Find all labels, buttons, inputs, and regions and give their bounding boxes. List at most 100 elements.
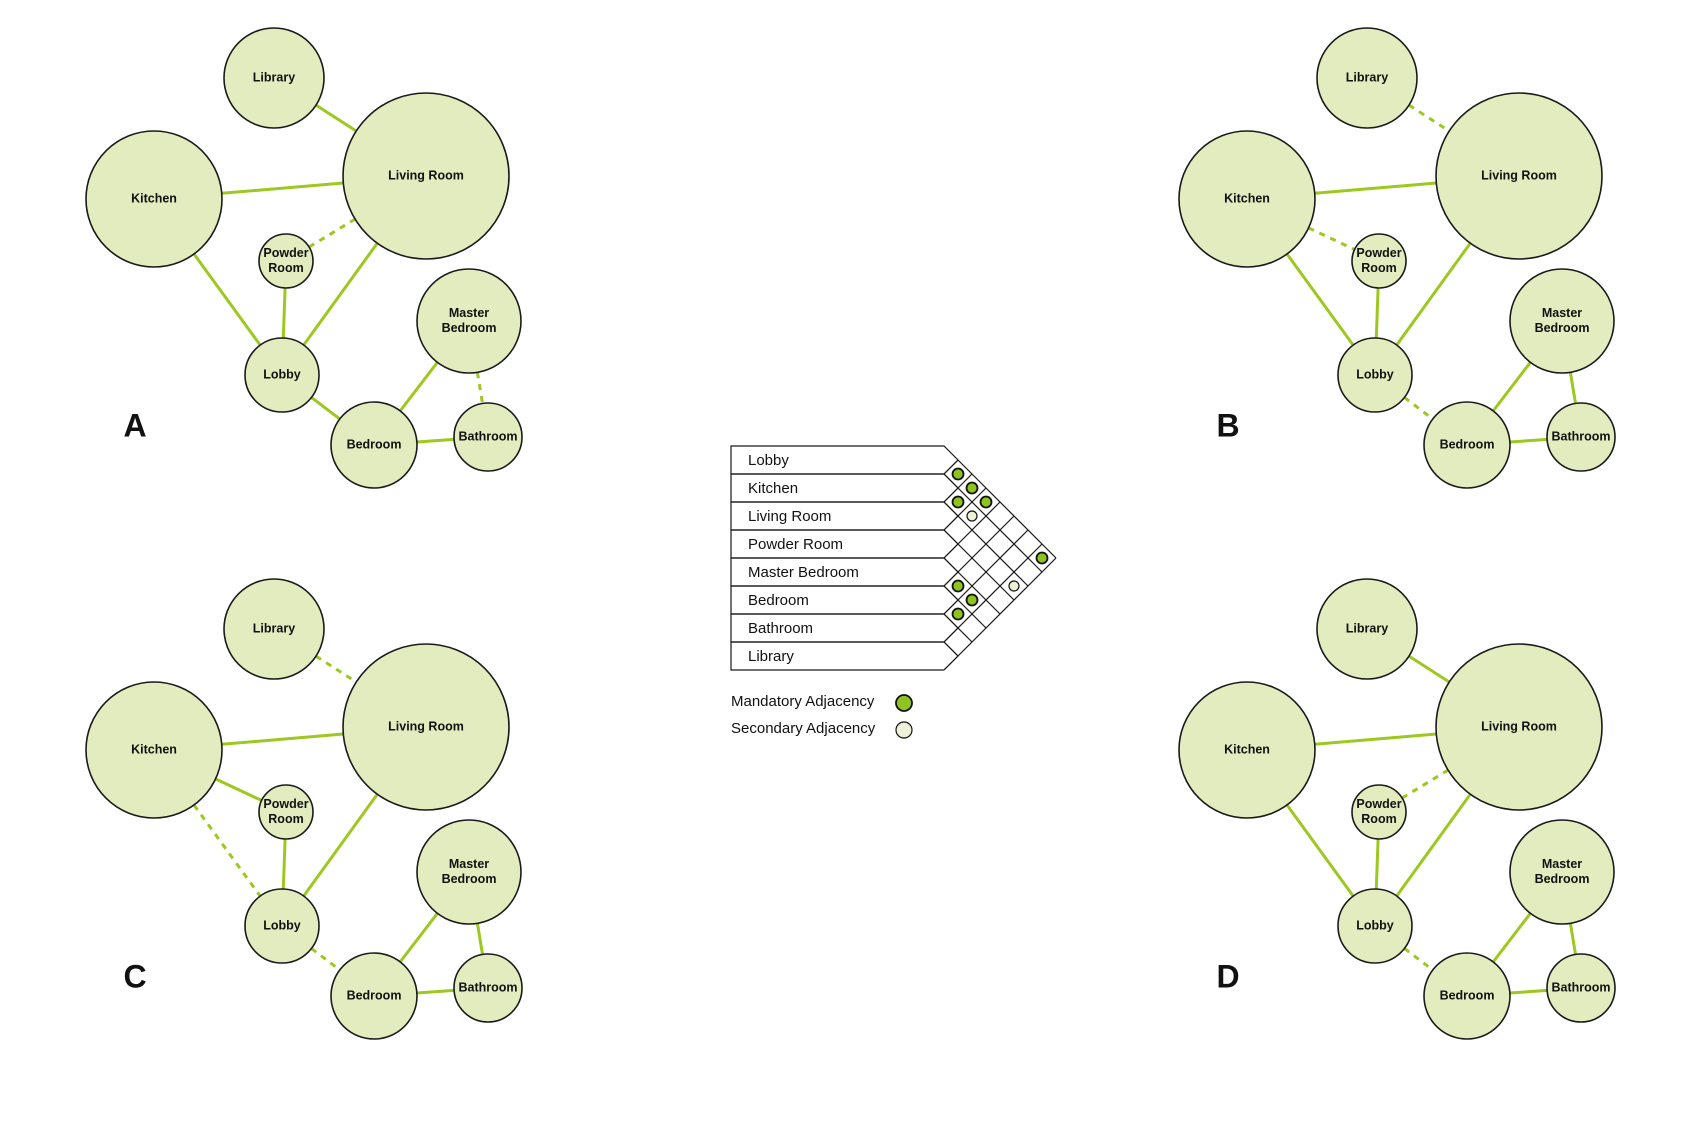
room-circle (1509, 268, 1615, 374)
matrix-row: Master Bedroom (730, 557, 959, 587)
room-label: Bedroom (1535, 321, 1590, 335)
edge-kitchen-living-mandatory (221, 181, 344, 195)
edge-powder-lobby-mandatory (281, 287, 287, 339)
legend-secondary-label: Secondary Adjacency (731, 720, 876, 737)
room-label: Room (1361, 261, 1396, 275)
room-node-kitchen: Kitchen (85, 130, 223, 268)
matrix-grid-line (943, 459, 959, 475)
room-node-living: Living Room (342, 92, 510, 260)
edge-kitchen-living-mandatory (221, 732, 344, 746)
matrix-cell-mandatory (1035, 551, 1049, 565)
room-circle (244, 337, 320, 413)
diagram-label: B (1216, 407, 1239, 443)
room-node-library: Library (1316, 578, 1418, 680)
room-label: Room (1361, 812, 1396, 826)
room-label: Master (449, 857, 489, 871)
room-circle (1435, 92, 1603, 260)
diagram-label: C (123, 958, 146, 994)
edge-powder-living-secondary (308, 217, 356, 249)
matrix-cell-mandatory (965, 593, 979, 607)
room-circle (330, 401, 418, 489)
edge-living-lobby-mandatory (1395, 793, 1472, 897)
matrix-cell-mandatory (951, 579, 965, 593)
room-circle (1435, 643, 1603, 811)
matrix-cell-mandatory (965, 481, 979, 495)
diagram-edges (192, 103, 484, 444)
matrix-row-label: Kitchen (748, 480, 798, 497)
room-node-bedroom: Bedroom (330, 401, 418, 489)
room-node-kitchen: Kitchen (85, 681, 223, 819)
edge-library-living-mandatory (315, 103, 358, 133)
edge-master-bathroom-mandatory (1568, 923, 1577, 955)
room-circle (1423, 401, 1511, 489)
diagram-edges (1285, 654, 1577, 995)
room-circle (1546, 953, 1616, 1023)
matrix-cell-mandatory (979, 495, 993, 509)
room-circle (223, 578, 325, 680)
room-node-bedroom: Bedroom (330, 952, 418, 1040)
room-label: Library (1346, 70, 1388, 84)
room-node-lobby: Lobby (1337, 888, 1413, 964)
room-label: Bathroom (458, 980, 517, 994)
diagram-edges (192, 654, 484, 995)
diagram-label: A (123, 407, 146, 443)
matrix-grid-line (943, 501, 1001, 559)
matrix-row: Lobby (730, 445, 959, 475)
room-circle (85, 681, 223, 819)
room-node-living: Living Room (1435, 92, 1603, 260)
room-node-bedroom: Bedroom (1423, 401, 1511, 489)
room-label: Library (253, 70, 295, 84)
legend-secondary-swatch (895, 721, 913, 739)
room-label: Lobby (1356, 918, 1394, 932)
room-label: Lobby (263, 918, 301, 932)
matrix-cells (951, 467, 1049, 621)
matrix-row-label: Library (748, 648, 794, 665)
room-circle (453, 402, 523, 472)
matrix-row-label: Living Room (748, 508, 831, 525)
room-circle (330, 952, 418, 1040)
room-circle (1178, 681, 1316, 819)
matrix-cell-mandatory (951, 467, 965, 481)
edge-lobby-bedroom-mandatory (310, 396, 341, 421)
edge-powder-living-secondary (1401, 768, 1449, 800)
edge-bedroom-bathroom-mandatory (1509, 437, 1548, 444)
room-circle (342, 92, 510, 260)
room-circle (258, 784, 314, 840)
edge-master-bedroom-mandatory (399, 361, 439, 412)
room-label: Kitchen (131, 191, 177, 205)
edge-lobby-bedroom-secondary (1403, 947, 1434, 972)
room-label: Library (1346, 621, 1388, 635)
edge-bedroom-bathroom-mandatory (416, 437, 455, 444)
room-circle (1316, 578, 1418, 680)
diagram-edges (1285, 103, 1577, 444)
room-label: Master (1542, 306, 1582, 320)
room-label: Living Room (1481, 168, 1557, 182)
matrix-cell-mandatory (951, 495, 965, 509)
room-label: Room (268, 261, 303, 275)
room-node-kitchen: Kitchen (1178, 681, 1316, 819)
edge-kitchen-lobby-mandatory (192, 253, 262, 346)
room-node-library: Library (223, 578, 325, 680)
edge-bedroom-bathroom-mandatory (416, 988, 455, 995)
room-node-bathroom: Bathroom (453, 953, 523, 1023)
room-node-lobby: Lobby (244, 337, 320, 413)
room-node-lobby: Lobby (244, 888, 320, 964)
room-label: Kitchen (1224, 191, 1270, 205)
room-label: Bathroom (1551, 429, 1610, 443)
edge-living-lobby-mandatory (1395, 242, 1472, 346)
edge-kitchen-powder-secondary (1307, 226, 1356, 251)
room-circle (453, 953, 523, 1023)
room-circle (1546, 402, 1616, 472)
matrix-grid-line (943, 487, 987, 531)
edge-powder-lobby-mandatory (281, 838, 287, 890)
